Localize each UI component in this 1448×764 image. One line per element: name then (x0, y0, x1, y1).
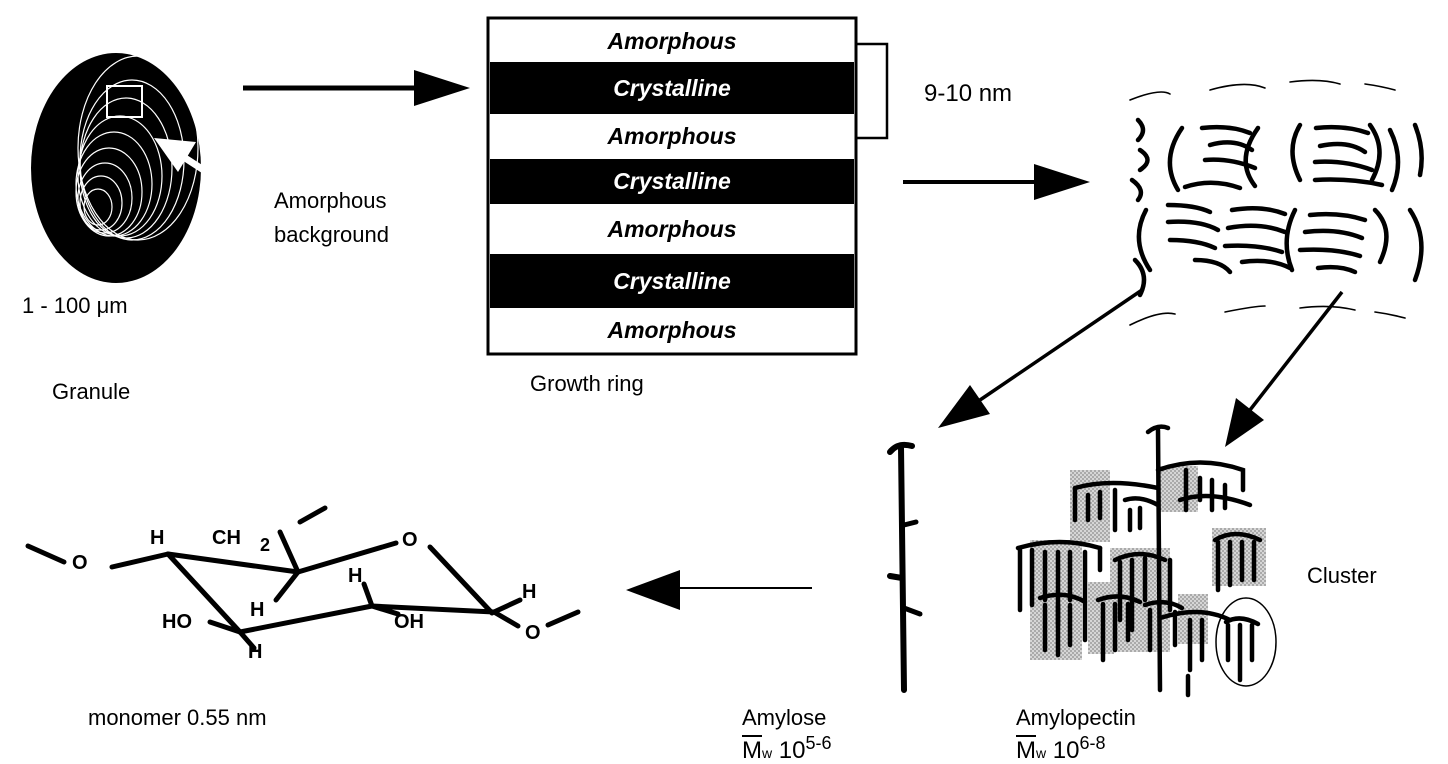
band-amorphous-3: Amorphous (490, 204, 854, 254)
amylose-mw-symbol: M (742, 737, 762, 764)
arrow-to-amylopectin (1225, 398, 1264, 447)
amorphous-background-label-line2: background (274, 222, 389, 247)
amylopectin-mw-exponent: 6-8 (1079, 733, 1106, 753)
spacing-bracket (856, 42, 889, 140)
growth-ring-frame (486, 16, 858, 356)
cluster-label: Cluster (1307, 563, 1377, 588)
atom-o-right: O (525, 622, 541, 644)
atom-o-left: O (72, 552, 88, 574)
monomer-structure-graphic (25, 505, 581, 651)
granule-caption: Granule (52, 379, 131, 404)
atom-ho: HO (162, 611, 192, 633)
amylopectin-graphic (1015, 424, 1277, 698)
spacing-label: 9-10 nm (924, 80, 1013, 107)
atom-h-mid: H (348, 565, 363, 587)
band-amorphous-4: Amorphous (490, 308, 854, 352)
amylopectin-mw-base: 10 (1052, 737, 1080, 764)
granule-size-label: 1 - 100 μm (22, 293, 128, 318)
amylose-label: Amylose (742, 705, 827, 730)
arrow-to-amylose (938, 385, 990, 428)
amylopectin-mw-sub: w (1036, 745, 1047, 761)
arrow-to-lamellae (1034, 164, 1090, 200)
amylose-molecular-weight: Mw 105-6 (742, 734, 832, 763)
atom-ch2: CH (212, 527, 241, 549)
atom-h-top: H (150, 527, 165, 549)
atom-h-bottom: H (248, 641, 263, 663)
amylopectin-mw-symbol: M (1016, 737, 1036, 764)
lamellae-graphic (1129, 79, 1424, 326)
atom-o-ring: O (402, 529, 418, 551)
band-crystalline-2: Crystalline (490, 159, 854, 204)
amorphous-background-label-line1: Amorphous (274, 188, 387, 213)
amylose-mw-sub: w (762, 745, 773, 761)
amylose-chain-graphic (887, 441, 923, 693)
monomer-caption: monomer 0.55 nm (88, 705, 267, 730)
band-crystalline-3: Crystalline (490, 254, 854, 308)
amylose-mw-exponent: 5-6 (805, 733, 832, 753)
growth-ring-caption: Growth ring (530, 371, 644, 396)
amylopectin-label: Amylopectin (1016, 705, 1136, 730)
atom-ch2-subscript: 2 (260, 535, 271, 555)
amylopectin-molecular-weight: Mw 106-8 (1016, 734, 1106, 763)
amylose-mw-base: 10 (778, 737, 806, 764)
atom-h-right: H (522, 581, 537, 603)
band-amorphous-2: Amorphous (490, 114, 854, 159)
granule-graphic (31, 53, 238, 283)
arrow-to-growth-ring (414, 70, 470, 106)
atom-oh: OH (394, 611, 424, 633)
atom-h-low: H (250, 599, 265, 621)
arrow-to-monomer (626, 570, 680, 610)
band-crystalline-1: Crystalline (490, 62, 854, 114)
band-amorphous-1: Amorphous (490, 20, 854, 62)
cluster-ring (1215, 597, 1277, 687)
